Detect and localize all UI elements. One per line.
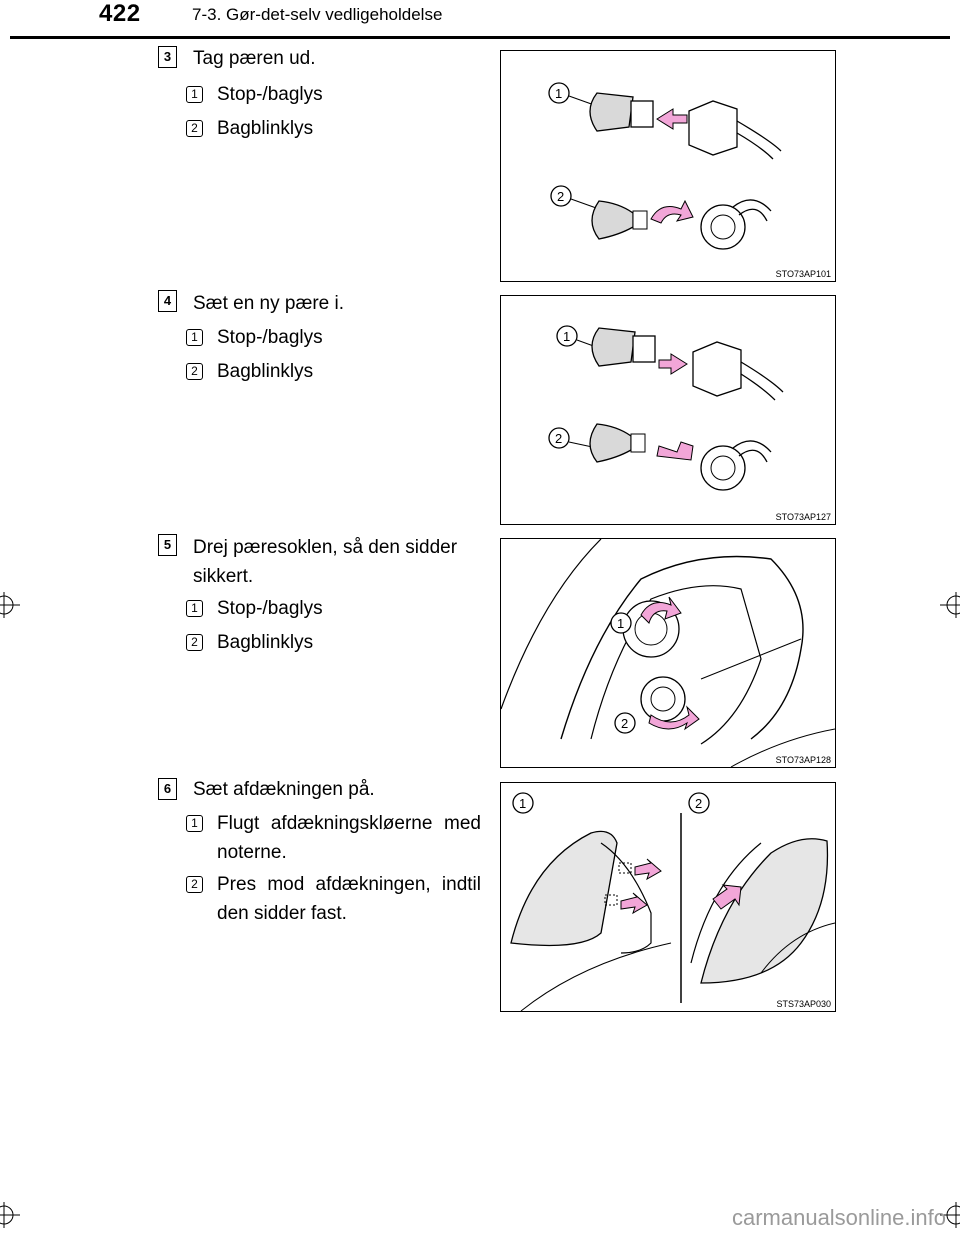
step-6-item-2-text: Pres mod afdækningen, indtil den sidder … xyxy=(217,874,481,924)
step-5-item-1-badge: 1 xyxy=(186,600,203,617)
crop-mark-bottom-right xyxy=(940,1202,960,1228)
svg-text:2: 2 xyxy=(621,716,628,731)
crop-mark-right xyxy=(940,592,960,618)
remove-bulb-illustration: 1 2 xyxy=(548,82,782,250)
section-title: 7-3. Gør-det-selv vedligeholdelse xyxy=(192,5,443,24)
figure-refit-cover: 1 2 STS73AP030 xyxy=(500,782,836,1012)
figure-code: STO73AP128 xyxy=(775,755,831,765)
step-6-item-2-badge: 2 xyxy=(186,876,203,893)
svg-text:1: 1 xyxy=(563,329,570,344)
step-3-item-1-text: Stop-/baglys xyxy=(217,84,323,105)
step-4-text: Sæt en ny pære i. xyxy=(193,293,345,314)
step-3-text: Tag pæren ud. xyxy=(193,48,316,69)
figure-turn-socket: 1 2 STO73AP128 xyxy=(500,538,836,768)
step-4-item-1-text: Stop-/baglys xyxy=(217,327,323,348)
step-5-item-1-text: Stop-/baglys xyxy=(217,598,323,619)
crop-mark-left xyxy=(0,592,20,618)
figure-insert-bulb: 1 2 STO73AP127 xyxy=(500,295,836,525)
figure-code: STS73AP030 xyxy=(776,999,831,1009)
svg-text:1: 1 xyxy=(519,796,526,811)
refit-cover-illustration: 1 2 xyxy=(510,792,835,1011)
page-number: 422 xyxy=(99,0,141,27)
step-4-item-2-badge: 2 xyxy=(186,363,203,380)
insert-bulb-illustration: 1 2 xyxy=(548,325,784,491)
step-6-badge: 6 xyxy=(158,778,177,800)
svg-text:2: 2 xyxy=(557,189,564,204)
figure-code: STO73AP127 xyxy=(775,512,831,522)
svg-text:1: 1 xyxy=(555,86,562,101)
step-4-item-1-badge: 1 xyxy=(186,329,203,346)
step-6-item-1-badge: 1 xyxy=(186,815,203,832)
step-6-item-1-text: Flugt afdækningskløerne med noterne. xyxy=(217,813,481,863)
watermark: carmanualsonline.info xyxy=(731,1205,946,1230)
svg-text:1: 1 xyxy=(617,616,624,631)
step-5-badge: 5 xyxy=(158,534,177,556)
step-3-badge: 3 xyxy=(158,46,177,68)
step-3-item-2-text: Bagblinklys xyxy=(217,118,314,139)
crop-mark-bottom-left xyxy=(0,1202,20,1228)
turn-socket-illustration: 1 2 xyxy=(501,539,835,767)
header-rule xyxy=(10,36,950,39)
step-5-text: Drej pæresoklen, så den sidder sikkert. xyxy=(193,537,458,587)
step-6-text: Sæt afdækningen på. xyxy=(193,779,375,800)
step-5-item-2-badge: 2 xyxy=(186,634,203,651)
figure-remove-bulb: 1 2 STO73AP101 xyxy=(500,50,836,282)
step-4-item-2-text: Bagblinklys xyxy=(217,361,314,382)
step-5-item-2-text: Bagblinklys xyxy=(217,632,314,653)
svg-text:2: 2 xyxy=(555,431,562,446)
step-4-badge: 4 xyxy=(158,290,177,312)
step-3-item-1-badge: 1 xyxy=(186,86,203,103)
figure-code: STO73AP101 xyxy=(775,269,831,279)
svg-text:2: 2 xyxy=(695,796,702,811)
step-3-item-2-badge: 2 xyxy=(186,120,203,137)
